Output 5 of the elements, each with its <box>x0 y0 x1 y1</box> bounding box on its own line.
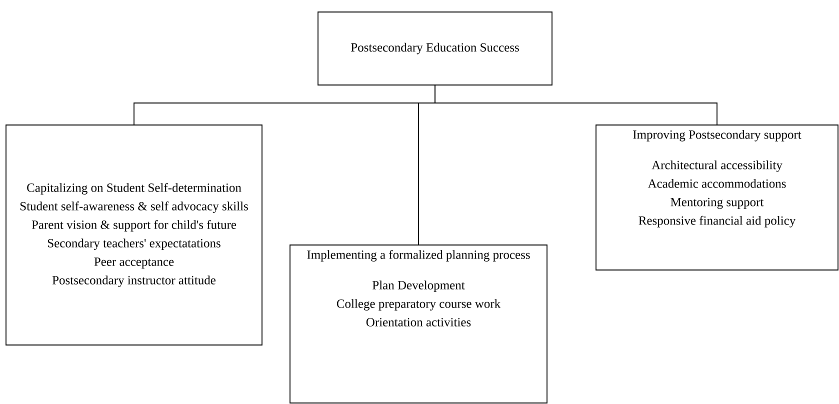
text-box: Improving Postsecondary support Architectural accessibility Academic accommodations Mentoring support Responsive financial aid policy <box>596 124 838 270</box>
text-box: Capitalizing on Student Self-determination Student self-awareness & self advocacy skills Parent vision & support for child's future Secondary teachers' expectatations Peer acceptance Postsecondary instructor attitude <box>6 124 262 346</box>
tree-connector <box>434 85 718 125</box>
text-box: Postsecondary Education Success <box>318 12 552 86</box>
text-box: Implementing a formalized planning process Plan Development College preparatory course work Orientation activities <box>290 244 548 404</box>
